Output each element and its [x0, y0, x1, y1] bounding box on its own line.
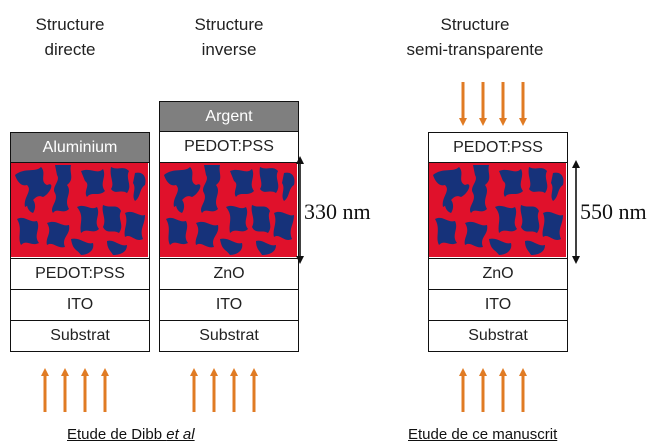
layer-zno-inverse: ZnO [159, 259, 299, 290]
donor-domain [273, 211, 294, 240]
donor-domain [551, 172, 564, 201]
layer-aluminium: Aluminium [10, 132, 150, 163]
caption-left-italic: et al [166, 426, 195, 443]
donor-domain [110, 167, 130, 193]
title-inverse-line2: inverse [201, 40, 257, 59]
donor-domain [107, 240, 127, 255]
layer-substrat-semi: Substrat [428, 321, 568, 352]
donor-domain [46, 221, 70, 248]
layer-zno-semi: ZnO [428, 259, 568, 290]
donor-domain [256, 240, 276, 255]
donor-domain [282, 172, 295, 201]
thickness-label-right: 550 nm [580, 199, 647, 224]
caption-left-prefix: Etude de Dibb [67, 426, 167, 443]
title-direct: Structure directe [0, 12, 140, 62]
donor-domain [26, 197, 36, 213]
donor-domain [17, 217, 39, 245]
title-semi: Structure semi-transparente [395, 12, 555, 62]
donor-domain [251, 205, 271, 233]
donor-domain [435, 217, 457, 245]
title-inverse: Structure inverse [159, 12, 299, 62]
active-layer-direct [10, 163, 150, 259]
donor-domain [15, 167, 52, 207]
donor-domain [444, 197, 454, 213]
layer-pedot-pss-semi: PEDOT:PSS [428, 132, 568, 163]
donor-domain [102, 205, 122, 233]
light-arrows-semi-top [459, 82, 527, 126]
donor-domain [81, 169, 105, 197]
donor-domain [433, 167, 470, 207]
active-layer-semi [428, 163, 568, 259]
title-semi-line1: Structure [440, 15, 510, 34]
donor-domain [220, 238, 243, 255]
donor-domain [230, 169, 254, 197]
light-arrows-inverse [190, 368, 258, 412]
donor-domain [175, 197, 185, 213]
title-direct-line2: directe [44, 40, 96, 59]
layer-substrat-inverse: Substrat [159, 321, 299, 352]
donor-domain [201, 165, 221, 213]
donor-domain [164, 167, 201, 207]
donor-domain [77, 205, 99, 233]
donor-domain [133, 172, 146, 201]
donor-domain [528, 167, 548, 193]
layer-ito-inverse: ITO [159, 290, 299, 321]
layer-ito-semi: ITO [428, 290, 568, 321]
layer-argent: Argent [159, 101, 299, 132]
donor-domain [259, 167, 279, 193]
stack-direct: Aluminium PEDOT:PSS ITO Substrat [10, 132, 150, 352]
layer-pedot-pss-inverse: PEDOT:PSS [159, 132, 299, 163]
stack-inverse: Argent PEDOT:PSS ZnO ITO Substrat [159, 101, 299, 352]
title-semi-line2: semi-transparente [406, 40, 544, 59]
donor-domain [166, 217, 188, 245]
light-arrows-direct [41, 368, 109, 412]
caption-left: Etude de Dibb et al [67, 426, 195, 443]
title-inverse-line1: Structure [194, 15, 264, 34]
caption-right: Etude de ce manuscrit [408, 426, 558, 443]
donor-domain [525, 240, 545, 255]
layer-substrat-direct: Substrat [10, 321, 150, 352]
donor-domain [499, 169, 523, 197]
title-direct-line1: Structure [35, 15, 105, 34]
layer-pedot-pss-direct: PEDOT:PSS [10, 259, 150, 290]
thickness-label-left: 330 nm [304, 199, 371, 224]
donor-domain [52, 165, 72, 213]
stack-semi: PEDOT:PSS ZnO ITO Substrat [428, 132, 568, 352]
donor-domain [495, 205, 517, 233]
donor-domain [520, 205, 540, 233]
donor-domain [542, 211, 563, 240]
active-layer-inverse [159, 163, 299, 259]
light-arrows-semi-bottom [459, 368, 527, 412]
layer-ito-direct: ITO [10, 290, 150, 321]
donor-domain [489, 238, 512, 255]
donor-domain [195, 221, 219, 248]
donor-domain [71, 238, 94, 255]
donor-domain [470, 165, 490, 213]
donor-domain [464, 221, 488, 248]
donor-domain [124, 211, 145, 240]
donor-domain [226, 205, 248, 233]
